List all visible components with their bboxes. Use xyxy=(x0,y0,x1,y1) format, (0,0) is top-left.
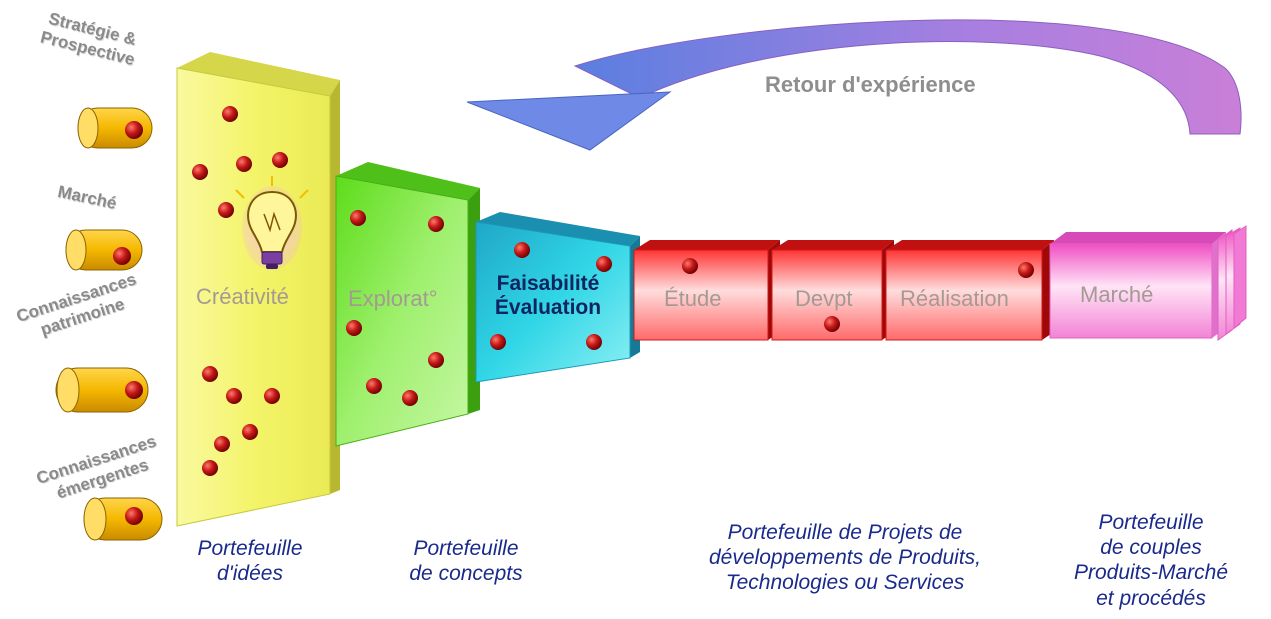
stage-label-marche: Marché xyxy=(1080,282,1154,307)
stage-label-creativite: Créativité xyxy=(196,284,289,309)
lightbulb-icon xyxy=(235,176,309,270)
stage-creativite-block xyxy=(176,52,340,527)
stage-label-devpt: Devpt xyxy=(795,286,853,311)
stage-marche-block xyxy=(1049,225,1247,341)
idea-balls xyxy=(192,106,1034,476)
feedback-arrow-icon xyxy=(466,19,1242,151)
caption-portefeuille-idees: Portefeuille d'idées xyxy=(197,537,303,586)
stage-label-realisation: Réalisation xyxy=(900,286,1009,311)
stage-label-exploration: Explorat° xyxy=(348,286,438,311)
source-cylinder-icon xyxy=(55,367,149,413)
caption-portefeuille-projets: Portefeuille de Projets de développement… xyxy=(708,521,981,595)
source-cylinder-icon xyxy=(83,497,163,541)
stage-exploration-block xyxy=(335,162,480,447)
caption-portefeuille-couples: Portefeuille de couples Produits-Marché … xyxy=(1073,511,1229,610)
source-cylinder-icon xyxy=(65,229,143,271)
stage-label-faisabilite: Faisabilité Évaluation xyxy=(494,272,602,320)
source-cylinder-icon xyxy=(77,107,153,149)
stage-label-etude: Étude xyxy=(664,286,722,311)
feedback-label: Retour d'expérience xyxy=(765,72,976,97)
caption-portefeuille-concepts: Portefeuille de concepts xyxy=(409,537,523,586)
